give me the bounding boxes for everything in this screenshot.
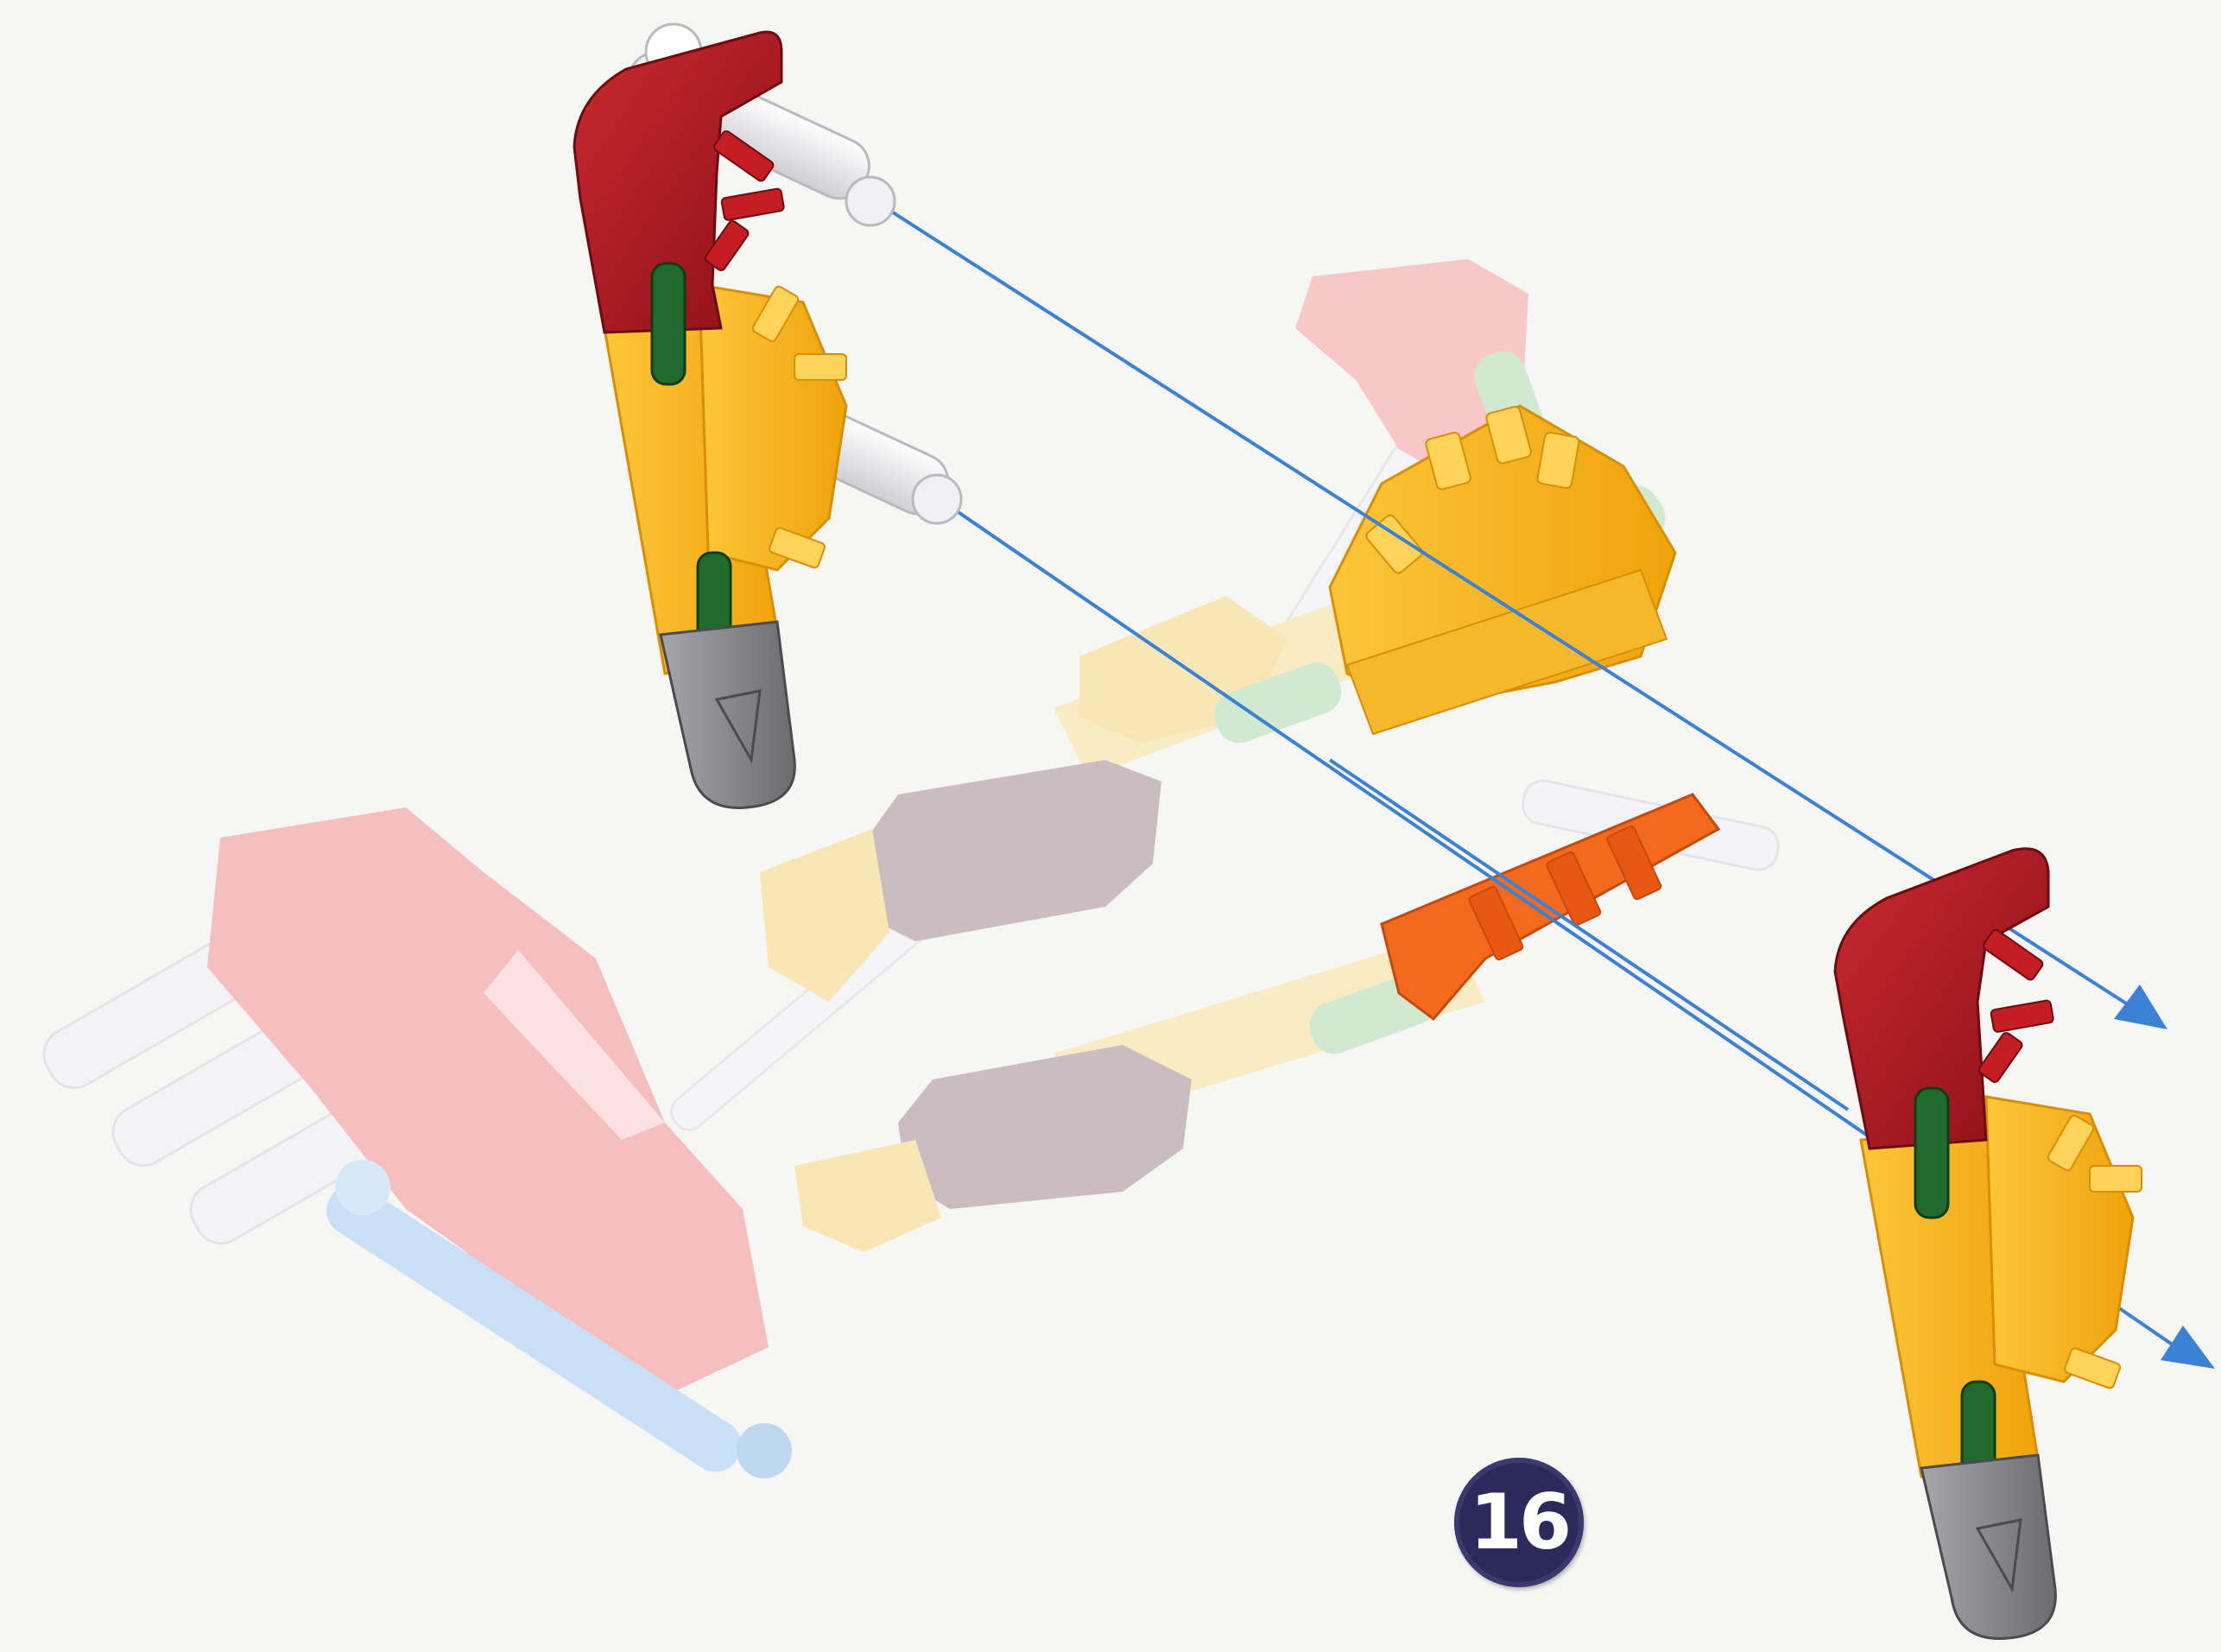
right-assembly [1835,849,2142,1639]
right-yellow-connector [1986,1097,2142,1389]
arrowhead-icon [2161,1326,2215,1369]
left-green-clip-top [652,263,685,384]
right-green-clip-top [1915,1088,1948,1218]
arrowhead-icon [2114,984,2167,1029]
faded-gray-connectors [855,760,1192,1209]
step-number: 16 [1470,1484,1568,1560]
step-number-badge: 16 [1454,1458,1584,1587]
left-gray-end [661,622,794,807]
left-assembly [574,24,961,807]
